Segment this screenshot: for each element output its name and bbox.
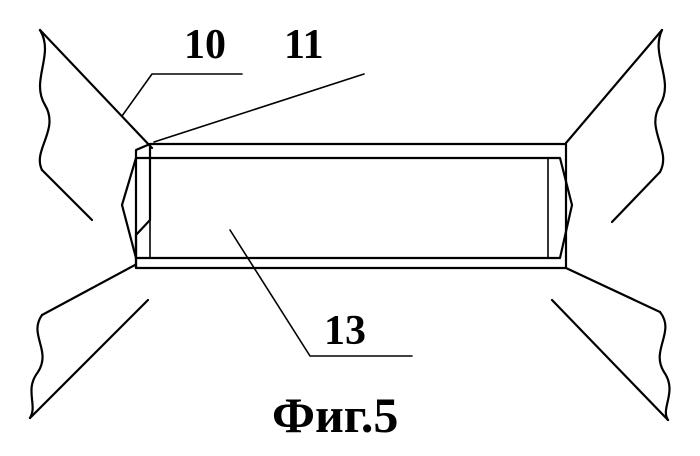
leader-10	[122, 74, 242, 116]
right-slot-lattice	[382, 172, 528, 244]
right-wavy-band	[552, 30, 670, 420]
leader-11	[154, 74, 364, 142]
figure-caption: Фиг.5	[272, 387, 398, 443]
leader-13	[230, 230, 412, 356]
label-11: 11	[284, 22, 324, 68]
label-10: 10	[184, 22, 226, 68]
label-13: 13	[324, 308, 366, 354]
left-wavy-band	[30, 30, 152, 418]
inner-pad	[122, 158, 572, 258]
left-slot-lattice	[176, 168, 312, 244]
